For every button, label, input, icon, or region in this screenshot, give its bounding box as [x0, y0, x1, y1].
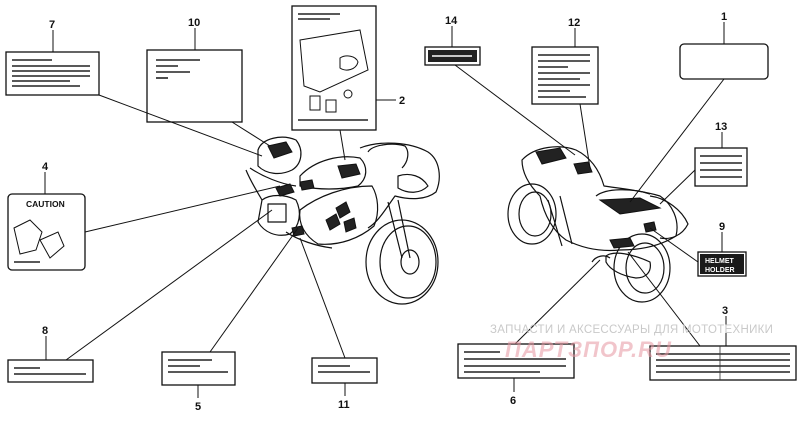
label-7-number: 7 [49, 19, 55, 31]
label-12 [531, 46, 599, 105]
label-6-number: 6 [510, 395, 516, 407]
label-8 [7, 359, 94, 383]
label-13 [694, 147, 748, 187]
label-5 [161, 351, 236, 386]
label-8-number: 8 [42, 325, 48, 337]
label-2-number: 2 [399, 95, 405, 107]
leader-lines [44, 22, 727, 398]
label-4-number: 4 [42, 161, 49, 173]
label-3-number: 3 [722, 305, 728, 317]
label-4: CAUTION [7, 193, 86, 271]
label-2 [291, 5, 377, 131]
label-9-number: 9 [719, 221, 725, 233]
label-13-number: 13 [715, 121, 727, 133]
label-10 [146, 49, 243, 123]
motorcycle-right-view [507, 146, 689, 303]
motorcycle-left-view [245, 136, 440, 305]
label-5-number: 5 [195, 401, 201, 413]
watermark-logo: ПАРТЗПОР.RU [505, 337, 672, 362]
label-11-number: 11 [338, 399, 350, 411]
label-6 [457, 343, 575, 379]
label-9-text-line1: HELMET [705, 258, 735, 265]
label-14 [424, 46, 481, 66]
label-12-number: 12 [568, 17, 580, 29]
label-9-text-line2: HOLDER [705, 267, 735, 274]
label-14-number: 14 [445, 15, 458, 27]
label-1 [679, 43, 769, 80]
label-10-number: 10 [188, 17, 200, 29]
label-9: HELMET HOLDER [697, 251, 747, 277]
label-1-number: 1 [721, 11, 727, 23]
watermark-caption: ЗАПЧАСТИ И АКСЕССУАРЫ ДЛЯ МОТОТЕХНИКИ [490, 324, 774, 336]
label-7 [5, 51, 100, 96]
label-11 [311, 357, 378, 384]
label-4-caution-text: CAUTION [26, 199, 65, 209]
label-3 [649, 345, 797, 381]
label-numbers: 7 10 2 14 12 1 13 4 9 8 3 5 11 6 [42, 11, 728, 413]
